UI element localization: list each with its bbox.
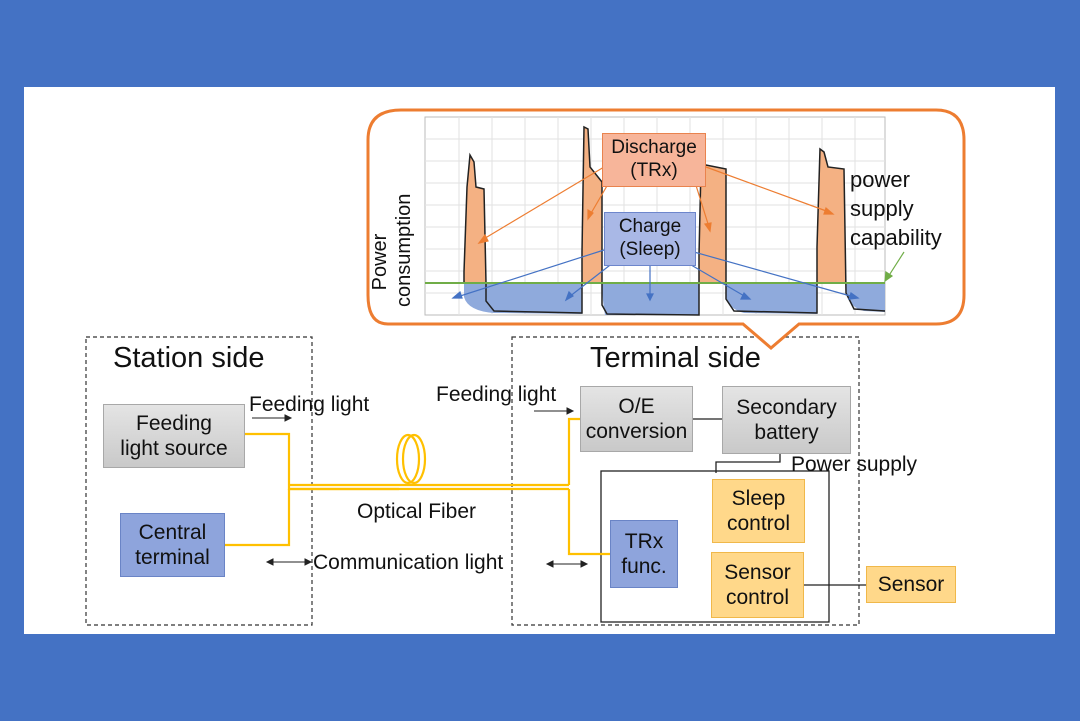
sensor-control-box: Sensor control bbox=[711, 552, 804, 618]
chart-ylabel: Power consumption bbox=[368, 193, 418, 307]
slide-canvas: Power consumption Discharge (TRx) Charge… bbox=[24, 87, 1055, 634]
terminal-feeding-light-label: Feeding light bbox=[436, 383, 557, 406]
station-feeding-light-label: Feeding light bbox=[249, 393, 370, 416]
terminal-region bbox=[511, 336, 860, 626]
feeding-light-source: Feeding light source bbox=[103, 404, 245, 468]
station-title: Station side bbox=[113, 342, 265, 374]
secondary-battery-box: Secondary battery bbox=[722, 386, 851, 454]
connector-lines bbox=[692, 418, 866, 586]
sensor-box: Sensor bbox=[866, 566, 956, 603]
optical-fiber-label: Optical Fiber bbox=[357, 500, 477, 523]
discharge-arrows bbox=[477, 166, 835, 244]
oe-conversion-box: O/E conversion bbox=[580, 386, 693, 452]
optical-fiber-lines bbox=[223, 417, 610, 556]
power-curve bbox=[425, 125, 886, 316]
trx-func-box: TRx func. bbox=[610, 520, 678, 588]
arrows bbox=[252, 407, 589, 568]
charge-label: Charge (Sleep) bbox=[604, 212, 696, 266]
discharge-label: Discharge (TRx) bbox=[602, 133, 706, 187]
ylabel-line-1: Power bbox=[369, 233, 391, 291]
ylabel-line-2: consumption bbox=[393, 193, 415, 307]
controller-group bbox=[600, 470, 830, 623]
supply-arrow bbox=[884, 251, 905, 283]
central-terminal: Central terminal bbox=[120, 513, 225, 577]
supply-capability-label: power supply capability bbox=[850, 167, 942, 250]
power-supply-label: Power supply bbox=[791, 453, 918, 476]
station-region bbox=[85, 336, 313, 626]
sleep-control-box: Sleep control bbox=[712, 479, 805, 543]
terminal-title: Terminal side bbox=[590, 342, 761, 374]
communication-light-label: Communication light bbox=[313, 551, 504, 574]
charge-arrows bbox=[451, 249, 860, 302]
discharge-regions bbox=[464, 127, 846, 283]
